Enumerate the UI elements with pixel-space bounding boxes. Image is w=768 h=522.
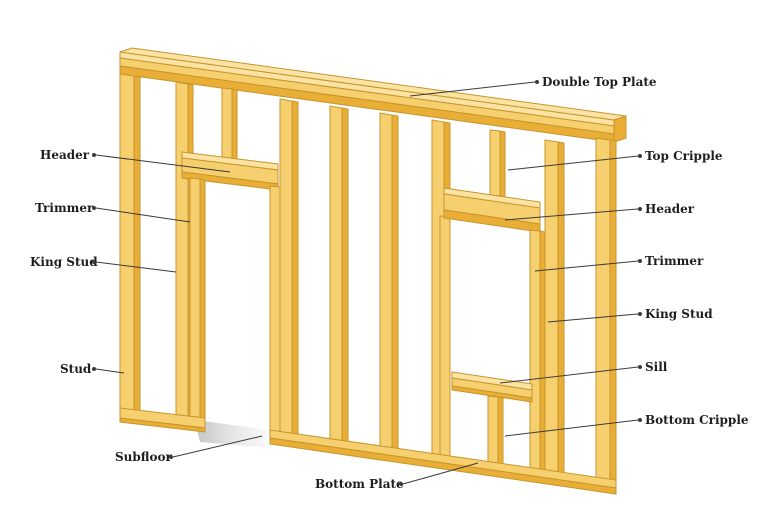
sill bbox=[451, 371, 533, 403]
stud-left-end bbox=[119, 73, 141, 422]
bottom-plate-main bbox=[269, 429, 617, 495]
left-labels: Header Trimmer King Stud Stud Subfloor bbox=[30, 148, 263, 464]
label-double-top-plate: Double Top Plate bbox=[542, 75, 657, 89]
middle-studs bbox=[329, 105, 451, 460]
bottom-cripples bbox=[487, 395, 504, 468]
label-header-right: Header bbox=[645, 202, 695, 216]
right-labels: Double Top Plate Top Cripple Header Trim… bbox=[409, 75, 749, 437]
header-right bbox=[443, 187, 541, 233]
wall-frame bbox=[119, 47, 627, 495]
label-top-cripple: Top Cripple bbox=[645, 149, 723, 163]
label-king-stud-right: King Stud bbox=[645, 307, 713, 321]
stud-right-end bbox=[595, 137, 617, 486]
bottom-label: Bottom Plate bbox=[315, 462, 479, 491]
subfloor-shadow bbox=[195, 420, 272, 448]
header-left bbox=[181, 151, 279, 191]
king-stud-right bbox=[544, 139, 565, 478]
label-trimmer-right: Trimmer bbox=[645, 254, 704, 268]
label-sill: Sill bbox=[645, 360, 668, 374]
top-cripple-right bbox=[489, 129, 506, 198]
label-bottom-cripple: Bottom Cripple bbox=[645, 413, 749, 427]
double-top-plate bbox=[119, 47, 627, 143]
bottom-plate-left bbox=[119, 407, 206, 433]
trimmer-left bbox=[189, 177, 206, 428]
label-header-left: Header bbox=[40, 148, 90, 162]
left-top-cripples bbox=[221, 87, 238, 162]
label-king-stud-left: King Stud bbox=[30, 255, 98, 269]
door-right-studs bbox=[269, 98, 299, 440]
label-stud-left: Stud bbox=[60, 362, 92, 376]
trimmer-right bbox=[529, 229, 546, 474]
label-bottom-plate: Bottom Plate bbox=[315, 477, 404, 491]
label-subfloor: Subfloor bbox=[115, 450, 173, 464]
label-trimmer-left: Trimmer bbox=[35, 201, 94, 215]
window-left-studs bbox=[439, 215, 451, 461]
